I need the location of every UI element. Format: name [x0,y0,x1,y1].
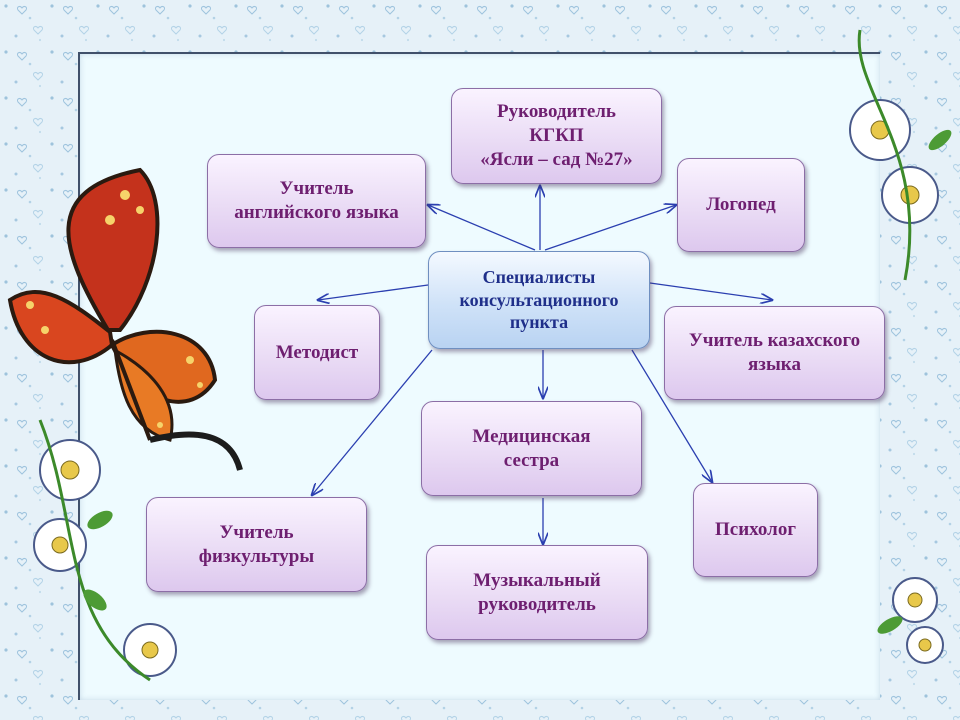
arrow-to-kazakh [649,282,772,300]
node-pe-teacher: Учитель физкультуры [146,497,367,592]
arrow-to-pe [312,349,433,495]
arrow-to-speech [544,205,676,251]
center-node: Специалисты консультационного пункта [428,251,650,349]
node-music-director: Музыкальный руководитель [426,545,648,640]
node-methodist: Методист [254,305,380,400]
node-nurse: Медицинская сестра [421,401,642,496]
arrow-to-psychologist [631,349,712,482]
arrow-to-methodist [318,284,429,300]
arrow-to-english [428,205,536,251]
node-speech-therapist: Логопед [677,158,805,252]
node-english-teacher: Учитель английского языка [207,154,426,248]
node-director: Руководитель КГКП «Ясли – сад №27» [451,88,662,184]
node-kazakh-teacher: Учитель казахского языка [664,306,885,400]
node-psychologist: Психолог [693,483,818,577]
